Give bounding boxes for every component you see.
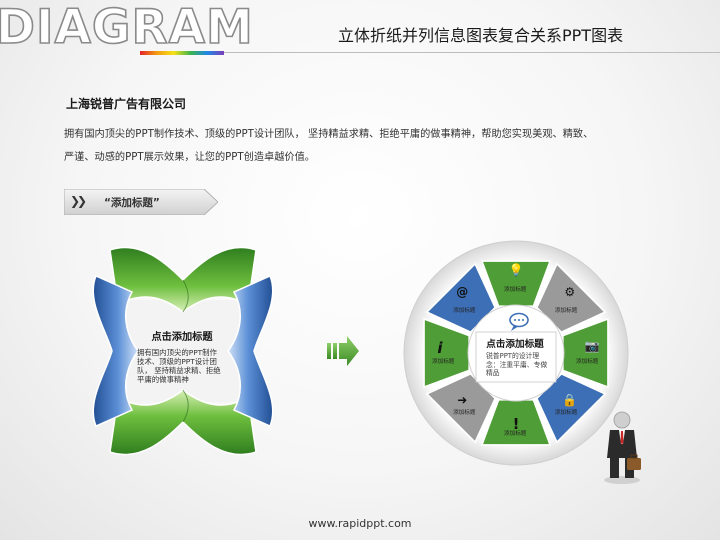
section-label: “添加标题” bbox=[104, 197, 160, 209]
double-chevron-icon: ❯❯ bbox=[70, 194, 87, 208]
ring-center-box bbox=[475, 331, 557, 383]
ring-segment-2[interactable] bbox=[535, 262, 607, 334]
fold-top-green bbox=[109, 246, 257, 313]
briefcase-icon bbox=[627, 458, 641, 470]
ring-segment-label: 添加标题 bbox=[504, 287, 527, 293]
diagram-logo: DIAGRAM bbox=[0, 0, 254, 55]
ring-center-body: 锐普PPT的设计理念：注重平庸、专做精品 bbox=[486, 352, 548, 377]
lightbulb-icon: 💡 bbox=[508, 263, 524, 277]
ring-segment-label: 添加标题 bbox=[432, 359, 455, 365]
ring-segment-label: 添加标题 bbox=[576, 359, 599, 365]
ring-segment-5[interactable] bbox=[480, 399, 552, 446]
ring-segments bbox=[423, 260, 609, 446]
arrow-right-icon: ➜ bbox=[457, 392, 468, 407]
header-bar: DIAGRAM 立体折纸并列信息图表复合关系PPT图表 bbox=[0, 0, 720, 56]
fold-left-blue bbox=[92, 275, 139, 427]
green-arrow-icon bbox=[327, 336, 359, 366]
company-description: 拥有国内顶尖的PPT制作技术、顶级的PPT设计团队， 坚持精益求精、拒绝平庸的做… bbox=[64, 123, 704, 169]
fold-diagram-title: 点击添加标题 bbox=[151, 332, 213, 343]
ring-segment-label: 添加标题 bbox=[453, 308, 476, 315]
lock-icon: 🔒 bbox=[562, 392, 578, 407]
ring-segment-8[interactable] bbox=[425, 262, 497, 334]
rainbow-accent-line bbox=[140, 51, 224, 55]
info-icon: i bbox=[437, 339, 443, 357]
ring-segment-4[interactable] bbox=[535, 372, 607, 444]
fold-bottom-green bbox=[109, 389, 257, 456]
ring-segment-1[interactable] bbox=[480, 260, 552, 307]
fold-right-blue bbox=[227, 275, 274, 427]
camera-icon: 📷 bbox=[584, 339, 600, 353]
fold-center-panel bbox=[118, 300, 248, 402]
gears-icon: ⚙ bbox=[564, 285, 576, 300]
banner-shape bbox=[64, 189, 218, 215]
ring-segment-label: 添加标题 bbox=[554, 308, 578, 315]
businessman-figure bbox=[604, 411, 641, 484]
footer-url: www.rapidppt.com bbox=[308, 517, 412, 530]
company-name: 上海锐普广告有限公司 bbox=[66, 97, 187, 111]
fold-diagram-body: 拥有国内顶尖的PPT制作技术、顶级的PPT设计团队， 坚持精益求精、拒绝平庸的做… bbox=[137, 348, 221, 384]
speech-bubble-icon bbox=[509, 312, 529, 331]
ring-segment-6[interactable] bbox=[425, 372, 497, 444]
ring-segment-3[interactable] bbox=[562, 317, 609, 389]
description-line-1: 拥有国内顶尖的PPT制作技术、顶级的PPT设计团队， 坚持精益求精、拒绝平庸的做… bbox=[64, 129, 594, 140]
ring-center-title: 点击添加标题 bbox=[486, 339, 544, 350]
section-banner: ❯❯ “添加标题” bbox=[64, 189, 218, 215]
ring-segment-label: 添加标题 bbox=[453, 409, 476, 416]
ring-segment-label: 添加标题 bbox=[554, 409, 578, 416]
slide-title: 立体折纸并列信息图表复合关系PPT图表 bbox=[338, 26, 624, 45]
ring-segment-7[interactable] bbox=[423, 317, 470, 389]
ring-segment-label: 添加标题 bbox=[504, 431, 527, 437]
description-line-2: 严谨、动感的PPT展示效果，让您的PPT创造卓越价值。 bbox=[64, 152, 315, 163]
at-sign-icon: @ bbox=[456, 285, 469, 300]
header-divider bbox=[224, 52, 720, 53]
exclamation-icon: ! bbox=[512, 415, 520, 433]
